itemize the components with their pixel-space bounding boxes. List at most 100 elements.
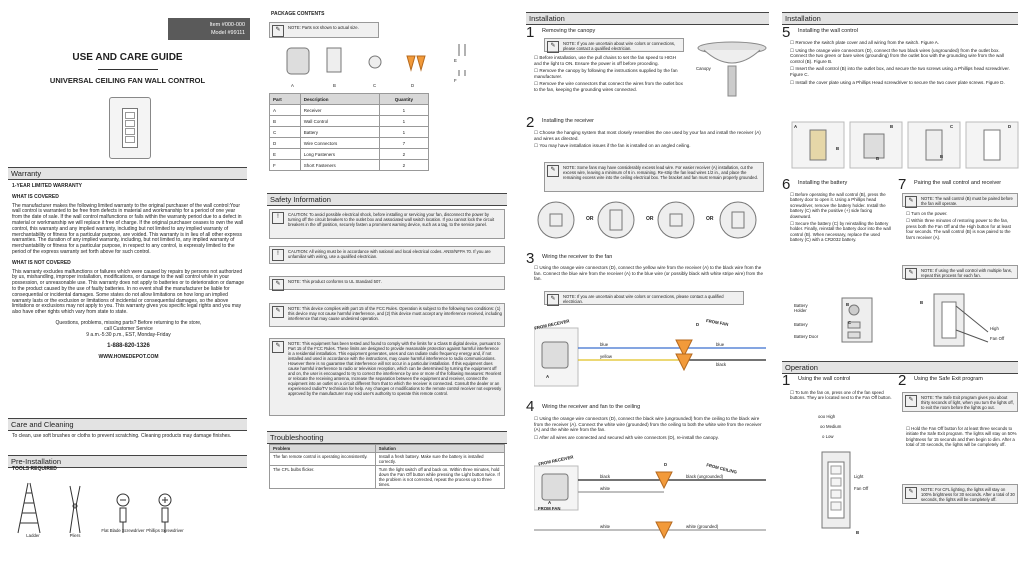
install-step-3-note: ✎NOTE: If you are uncertain about wire c… — [544, 291, 744, 306]
install-step-4-bullets: ☐ Using the orange wire connectors (D), … — [534, 416, 764, 442]
covered-title: WHAT IS COVERED — [12, 193, 59, 200]
pencil-icon: ✎ — [272, 341, 284, 353]
install-step-4-title: Wiring the receiver and fan to the ceili… — [542, 404, 641, 410]
tools-title: TOOLS REQUIRED — [12, 466, 57, 472]
note-class-b: ✎ NOTE: This equipment has been tested an… — [269, 338, 505, 416]
column-installation: Installation 1 Removing the canopy ✎NOTE… — [520, 0, 775, 564]
figure-a-label: A — [794, 124, 798, 129]
operation-heading: Operation — [782, 361, 1018, 374]
wire-label-black: black — [716, 362, 727, 367]
wall-control-icon — [326, 47, 342, 73]
install-step-2-note-text: NOTE: Some fans may have considerably ex… — [563, 165, 758, 180]
or-label: OR — [586, 216, 594, 222]
installation-heading: Installation — [526, 12, 769, 25]
part-letter-d: D — [696, 322, 700, 327]
parts-table-header: Part Description Quantity — [269, 93, 430, 105]
operation-step-1-number: 1 — [782, 372, 791, 389]
package-contents-heading: PACKAGE CONTENTS — [271, 11, 325, 17]
install-step-7-note-1: ✎NOTE: The wall control (B) must be pair… — [902, 193, 1018, 208]
guide-title: USE AND CARE GUIDE — [72, 52, 183, 63]
operation-step-1-bullets: ☐ To turn the fan on, press one of the f… — [790, 390, 892, 403]
ceiling-wiring-diagram — [534, 465, 766, 540]
ladder-icon — [17, 482, 41, 534]
contact-line-2: call Customer Service — [104, 325, 153, 332]
table-row: The fan remote control is operating inco… — [269, 452, 506, 466]
part-letter-a: A — [291, 83, 294, 88]
column-package-safety: PACKAGE CONTENTS ✎NOTE: Parts not shown … — [261, 0, 513, 564]
tool-ladder-label: Ladder — [26, 533, 40, 538]
hanging-systems-illustration — [537, 201, 757, 239]
list-item: ☐ Install the cover plate using a Philli… — [790, 79, 1005, 85]
package-note: ✎NOTE: Parts not shown to actual size. — [269, 22, 379, 38]
install-step-7-note-2-text: NOTE: If using the wall control with mul… — [921, 268, 1012, 278]
wire-connector-icon — [675, 339, 693, 372]
install-step-1-bullets: ☐ Before installation, use the pull chai… — [534, 55, 684, 95]
note-class-b-text: NOTE: This equipment has been tested and… — [288, 341, 502, 396]
list-item: ☐ Secure the battery (C) by reinstalling… — [790, 221, 891, 243]
part-letter-a: A — [546, 374, 550, 379]
safety-heading: Safety Information — [267, 193, 507, 206]
operation-step-2-number: 2 — [898, 372, 907, 389]
note-ul: ✎NOTE: This product conforms to UL Stand… — [269, 276, 505, 291]
install-step-2-bullets: ☐ Choose the hanging system that most cl… — [534, 130, 764, 151]
part-b-label: B — [940, 154, 944, 159]
part-letter-d: D — [664, 462, 668, 467]
list-item: ☐ Insert the wall control (B) into the o… — [790, 66, 1010, 77]
flat-blade-screwdriver-icon — [116, 493, 130, 533]
pencil-icon: ✎ — [905, 196, 917, 208]
pencil-icon: ✎ — [272, 25, 284, 37]
pairing-figure — [933, 293, 989, 347]
caution-1: !CAUTION: To avoid possible electrical s… — [269, 209, 505, 239]
battery-holder-label: Battery Holder — [794, 303, 808, 314]
not-covered-title: WHAT IS NOT COVERED — [12, 259, 71, 266]
care-heading: Care and Cleaning — [8, 418, 247, 431]
website[interactable]: WWW.HOMEDEPOT.COM — [98, 354, 159, 361]
canopy-illustration — [697, 41, 767, 97]
install-step-6-bullets: ☐ Before operating the wall control (B),… — [790, 192, 892, 245]
tool-flat-blade-label: Flat Blade Screwdriver — [101, 528, 145, 533]
list-item: ☐ To turn the fan on, press one of the f… — [790, 390, 892, 401]
install-step-1-note-text: NOTE: If you are uncertain about wire co… — [563, 41, 676, 51]
tool-pliers-label: Pliers — [69, 533, 81, 538]
wire-label-yellow: yellow — [600, 354, 612, 359]
item-model-box: Item #000-000 Model #99111 — [168, 18, 250, 40]
troubleshooting-table: Problem Solution The fan remote control … — [269, 444, 506, 489]
battery-install-figure — [841, 297, 873, 343]
wire-label-white: white — [600, 486, 611, 491]
fan-off-label: Fan Off — [854, 486, 869, 491]
install-step-2-number: 2 — [526, 114, 535, 131]
battery-icon — [368, 55, 382, 69]
wire-label-white-grounded: white (grounded) — [686, 524, 719, 529]
battery-door-label: Battery Door — [794, 334, 819, 339]
hanging-system-2-icon — [597, 201, 635, 239]
wall-control-illustration — [109, 97, 151, 159]
pencil-icon: ✎ — [905, 395, 917, 407]
install-step-3-bullets: ☐ Using the orange wire connectors (D), … — [534, 265, 764, 284]
speed-high: ooo High — [818, 414, 836, 419]
part-letter-e: E — [454, 58, 457, 63]
list-item: ☐ You may have installation issues if th… — [534, 143, 691, 149]
install-step-1-title: Removing the canopy — [542, 28, 596, 34]
phillips-screwdriver-icon — [158, 493, 172, 533]
fan-off-label: Fan Off — [990, 336, 1005, 341]
hanging-system-4-icon — [719, 201, 757, 239]
list-item: ☐ Choose the hanging system that most cl… — [534, 130, 761, 141]
pre-installation-heading: Pre-Installation — [8, 455, 247, 468]
figure-b-label: B — [890, 124, 894, 129]
install-step-1-number: 1 — [526, 24, 535, 41]
list-item: ☐ Remove the switch plate cover and all … — [790, 40, 940, 45]
install-step-3-note-text: NOTE: If you are uncertain about wire co… — [563, 294, 724, 304]
speed-low: o Low — [822, 434, 834, 439]
pencil-icon: ✎ — [272, 279, 284, 291]
install-step-2-note: ✎NOTE: Some fans may have considerably e… — [544, 162, 764, 192]
model-number: Model #99111 — [210, 30, 245, 36]
receiver-icon — [541, 473, 569, 501]
column-warranty: Item #000-000 Model #99111 USE AND CARE … — [0, 0, 255, 564]
warning-icon: ! — [272, 212, 284, 224]
operation-step-2-note-1: ✎NOTE: The Safe Exit program gives you a… — [902, 392, 1018, 412]
install-step-1-note: ✎NOTE: If you are uncertain about wire c… — [544, 38, 684, 53]
